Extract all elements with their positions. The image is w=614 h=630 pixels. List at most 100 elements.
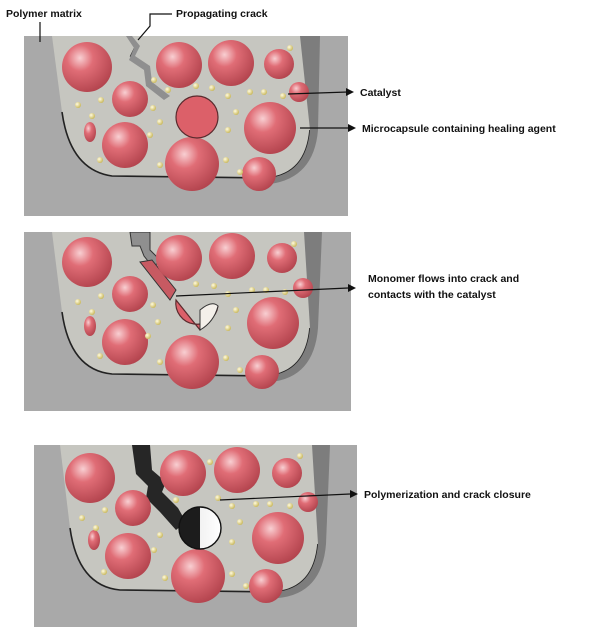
catalyst-particle: [229, 503, 235, 509]
label-propagating-crack: Propagating crack: [176, 8, 268, 20]
catalyst-particle: [287, 45, 293, 51]
catalyst-particle: [97, 353, 103, 359]
microcapsule: [102, 319, 148, 365]
panel-3: [34, 445, 357, 627]
microcapsule: [102, 122, 148, 168]
catalyst-particle: [267, 501, 273, 507]
catalyst-particle: [157, 162, 163, 168]
catalyst-particle: [79, 515, 85, 521]
catalyst-particle: [150, 105, 156, 111]
microcapsule: [252, 512, 304, 564]
microcapsule: [156, 42, 202, 88]
catalyst-particle: [157, 532, 163, 538]
catalyst-particle: [297, 453, 303, 459]
catalyst-particle: [150, 302, 156, 308]
catalyst-particle: [223, 157, 229, 163]
catalyst-particle: [287, 503, 293, 509]
microcapsule: [84, 122, 96, 142]
label-polymerization: Polymerization and crack closure: [364, 489, 531, 501]
catalyst-particle: [151, 77, 157, 83]
microcapsule: [112, 81, 148, 117]
catalyst-particle: [89, 113, 95, 119]
arrowhead: [346, 88, 354, 96]
catalyst-particle: [247, 89, 253, 95]
catalyst-particle: [75, 299, 81, 305]
arrowhead: [348, 124, 356, 132]
catalyst-particle: [145, 333, 151, 339]
microcapsule: [62, 42, 112, 92]
catalyst-particle: [98, 97, 104, 103]
catalyst-particle: [261, 89, 267, 95]
microcapsule: [293, 278, 313, 298]
catalyst-particle: [211, 283, 217, 289]
catalyst-particle: [157, 359, 163, 365]
microcapsule: [105, 533, 151, 579]
label-monomer-line-1: Monomer flows into crack and: [368, 273, 519, 285]
catalyst-particle: [209, 85, 215, 91]
panel-2: [24, 232, 351, 411]
catalyst-particle: [165, 87, 171, 93]
panel-1: [24, 36, 348, 216]
microcapsule: [267, 243, 297, 273]
catalyst-particle: [151, 547, 157, 553]
microcapsule: [165, 335, 219, 389]
catalyst-particle: [223, 355, 229, 361]
microcapsule: [242, 157, 276, 191]
microcapsule-intact-center: [176, 96, 218, 138]
microcapsule: [209, 233, 255, 279]
catalyst-particle: [229, 571, 235, 577]
microcapsule: [298, 492, 318, 512]
catalyst-particle: [233, 307, 239, 313]
label-microcapsule: Microcapsule containing healing agent: [362, 123, 556, 135]
microcapsule: [160, 450, 206, 496]
microcapsule: [62, 237, 112, 287]
catalyst-particle: [101, 569, 107, 575]
microcapsule: [115, 490, 151, 526]
microcapsule: [156, 235, 202, 281]
catalyst-particle: [253, 501, 259, 507]
microcapsule: [165, 137, 219, 191]
microcapsule: [245, 355, 279, 389]
microcapsule: [244, 102, 296, 154]
catalyst-particle: [193, 281, 199, 287]
catalyst-particle: [225, 127, 231, 133]
catalyst-particle: [93, 525, 99, 531]
catalyst-particle: [282, 289, 288, 295]
label-catalyst: Catalyst: [360, 87, 401, 99]
microcapsule: [84, 316, 96, 336]
microcapsule-emptied: [179, 507, 221, 549]
catalyst-particle: [280, 93, 286, 99]
catalyst-particle: [233, 109, 239, 115]
catalyst-particle: [193, 83, 199, 89]
catalyst-particle: [237, 367, 243, 373]
microcapsule: [272, 458, 302, 488]
catalyst-particle: [89, 309, 95, 315]
catalyst-particle: [237, 519, 243, 525]
microcapsule: [171, 549, 225, 603]
catalyst-particle: [155, 319, 161, 325]
label-monomer-line-2: contacts with the catalyst: [368, 289, 496, 301]
catalyst-particle: [207, 459, 213, 465]
microcapsule: [88, 530, 100, 550]
catalyst-particle: [97, 157, 103, 163]
catalyst-particle: [173, 497, 179, 503]
catalyst-particle: [98, 293, 104, 299]
catalyst-particle: [157, 119, 163, 125]
microcapsule: [264, 49, 294, 79]
microcapsule: [208, 40, 254, 86]
catalyst-particle: [225, 325, 231, 331]
catalyst-particle: [237, 169, 243, 175]
catalyst-particle: [102, 507, 108, 513]
catalyst-particle: [225, 93, 231, 99]
microcapsule: [249, 569, 283, 603]
microcapsule: [289, 82, 309, 102]
catalyst-particle: [291, 241, 297, 247]
catalyst-particle: [229, 539, 235, 545]
microcapsule: [112, 276, 148, 312]
microcapsule: [214, 447, 260, 493]
catalyst-particle: [147, 132, 153, 138]
microcapsule: [247, 297, 299, 349]
catalyst-particle: [75, 102, 81, 108]
label-polymer-matrix: Polymer matrix: [6, 8, 82, 20]
